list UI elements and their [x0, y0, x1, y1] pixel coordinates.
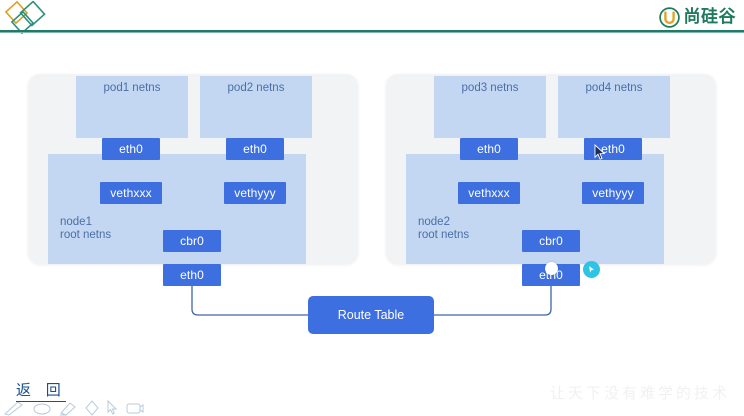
- pod3-eth0-box[interactable]: eth0: [460, 138, 518, 160]
- header-rule: [0, 30, 744, 32]
- slide-header: 尚硅谷: [0, 0, 744, 35]
- node-netns: root netns: [418, 229, 470, 241]
- pod-label: pod3 netns: [461, 82, 519, 94]
- node1-cbr0-box[interactable]: cbr0: [163, 230, 221, 252]
- u-mark-icon: [658, 6, 680, 28]
- header-rule-soft: [0, 32, 744, 33]
- node2-vethyyy-box[interactable]: vethyyy: [582, 182, 644, 204]
- node1-root-eth0-box[interactable]: eth0: [163, 264, 221, 286]
- pod-label: pod2 netns: [227, 82, 285, 94]
- pod-region-pod2: pod2 netns: [200, 76, 312, 138]
- highlighter-icon[interactable]: [58, 400, 78, 416]
- pod-region-pod3: pod3 netns: [434, 76, 546, 138]
- node-name: node1: [60, 216, 92, 228]
- node-name: node2: [418, 216, 450, 228]
- pod-label: pod1 netns: [103, 82, 161, 94]
- pen-icon[interactable]: [4, 400, 26, 416]
- white-dot-marker-icon[interactable]: [545, 262, 558, 275]
- back-link[interactable]: 返 回: [16, 379, 66, 402]
- screenshot-icon[interactable]: [125, 400, 145, 416]
- mouse-cursor-icon: [594, 143, 606, 161]
- brand-name: 尚硅谷: [683, 6, 736, 27]
- diagram-canvas: pod1 netns pod2 netns node1 root netns e…: [0, 34, 744, 374]
- slide-footer: 返 回 让天下没有难学的技术: [0, 374, 744, 416]
- node1-vethxxx-box[interactable]: vethxxx: [100, 182, 162, 204]
- node2-cbr0-box[interactable]: cbr0: [522, 230, 580, 252]
- watermark-text: 让天下没有难学的技术: [549, 384, 730, 402]
- node2-vethxxx-box[interactable]: vethxxx: [458, 182, 520, 204]
- node-label-node1: node1 root netns: [60, 216, 111, 242]
- pod1-eth0-box[interactable]: eth0: [102, 138, 160, 160]
- cyan-pointer-badge-icon[interactable]: [583, 261, 600, 278]
- pod2-eth0-box[interactable]: eth0: [226, 138, 284, 160]
- shape-icon[interactable]: [84, 400, 100, 416]
- node-netns: root netns: [60, 229, 112, 241]
- pod-region-pod1: pod1 netns: [76, 76, 188, 138]
- pod-region-pod4: pod4 netns: [558, 76, 670, 138]
- diamond-logo-icon: [4, 1, 66, 35]
- annotation-toolbar[interactable]: [4, 400, 145, 416]
- pointer-icon[interactable]: [106, 400, 119, 416]
- brand-logo: 尚硅谷: [658, 4, 737, 30]
- eraser-icon[interactable]: [32, 400, 52, 416]
- route-table-box[interactable]: Route Table: [308, 296, 434, 334]
- pod-label: pod4 netns: [585, 82, 643, 94]
- root-netns-region-node1: node1 root netns: [48, 154, 306, 264]
- node1-vethyyy-box[interactable]: vethyyy: [224, 182, 286, 204]
- pod4-eth0-box[interactable]: eth0: [584, 138, 642, 160]
- node-label-node2: node2 root netns: [418, 216, 469, 242]
